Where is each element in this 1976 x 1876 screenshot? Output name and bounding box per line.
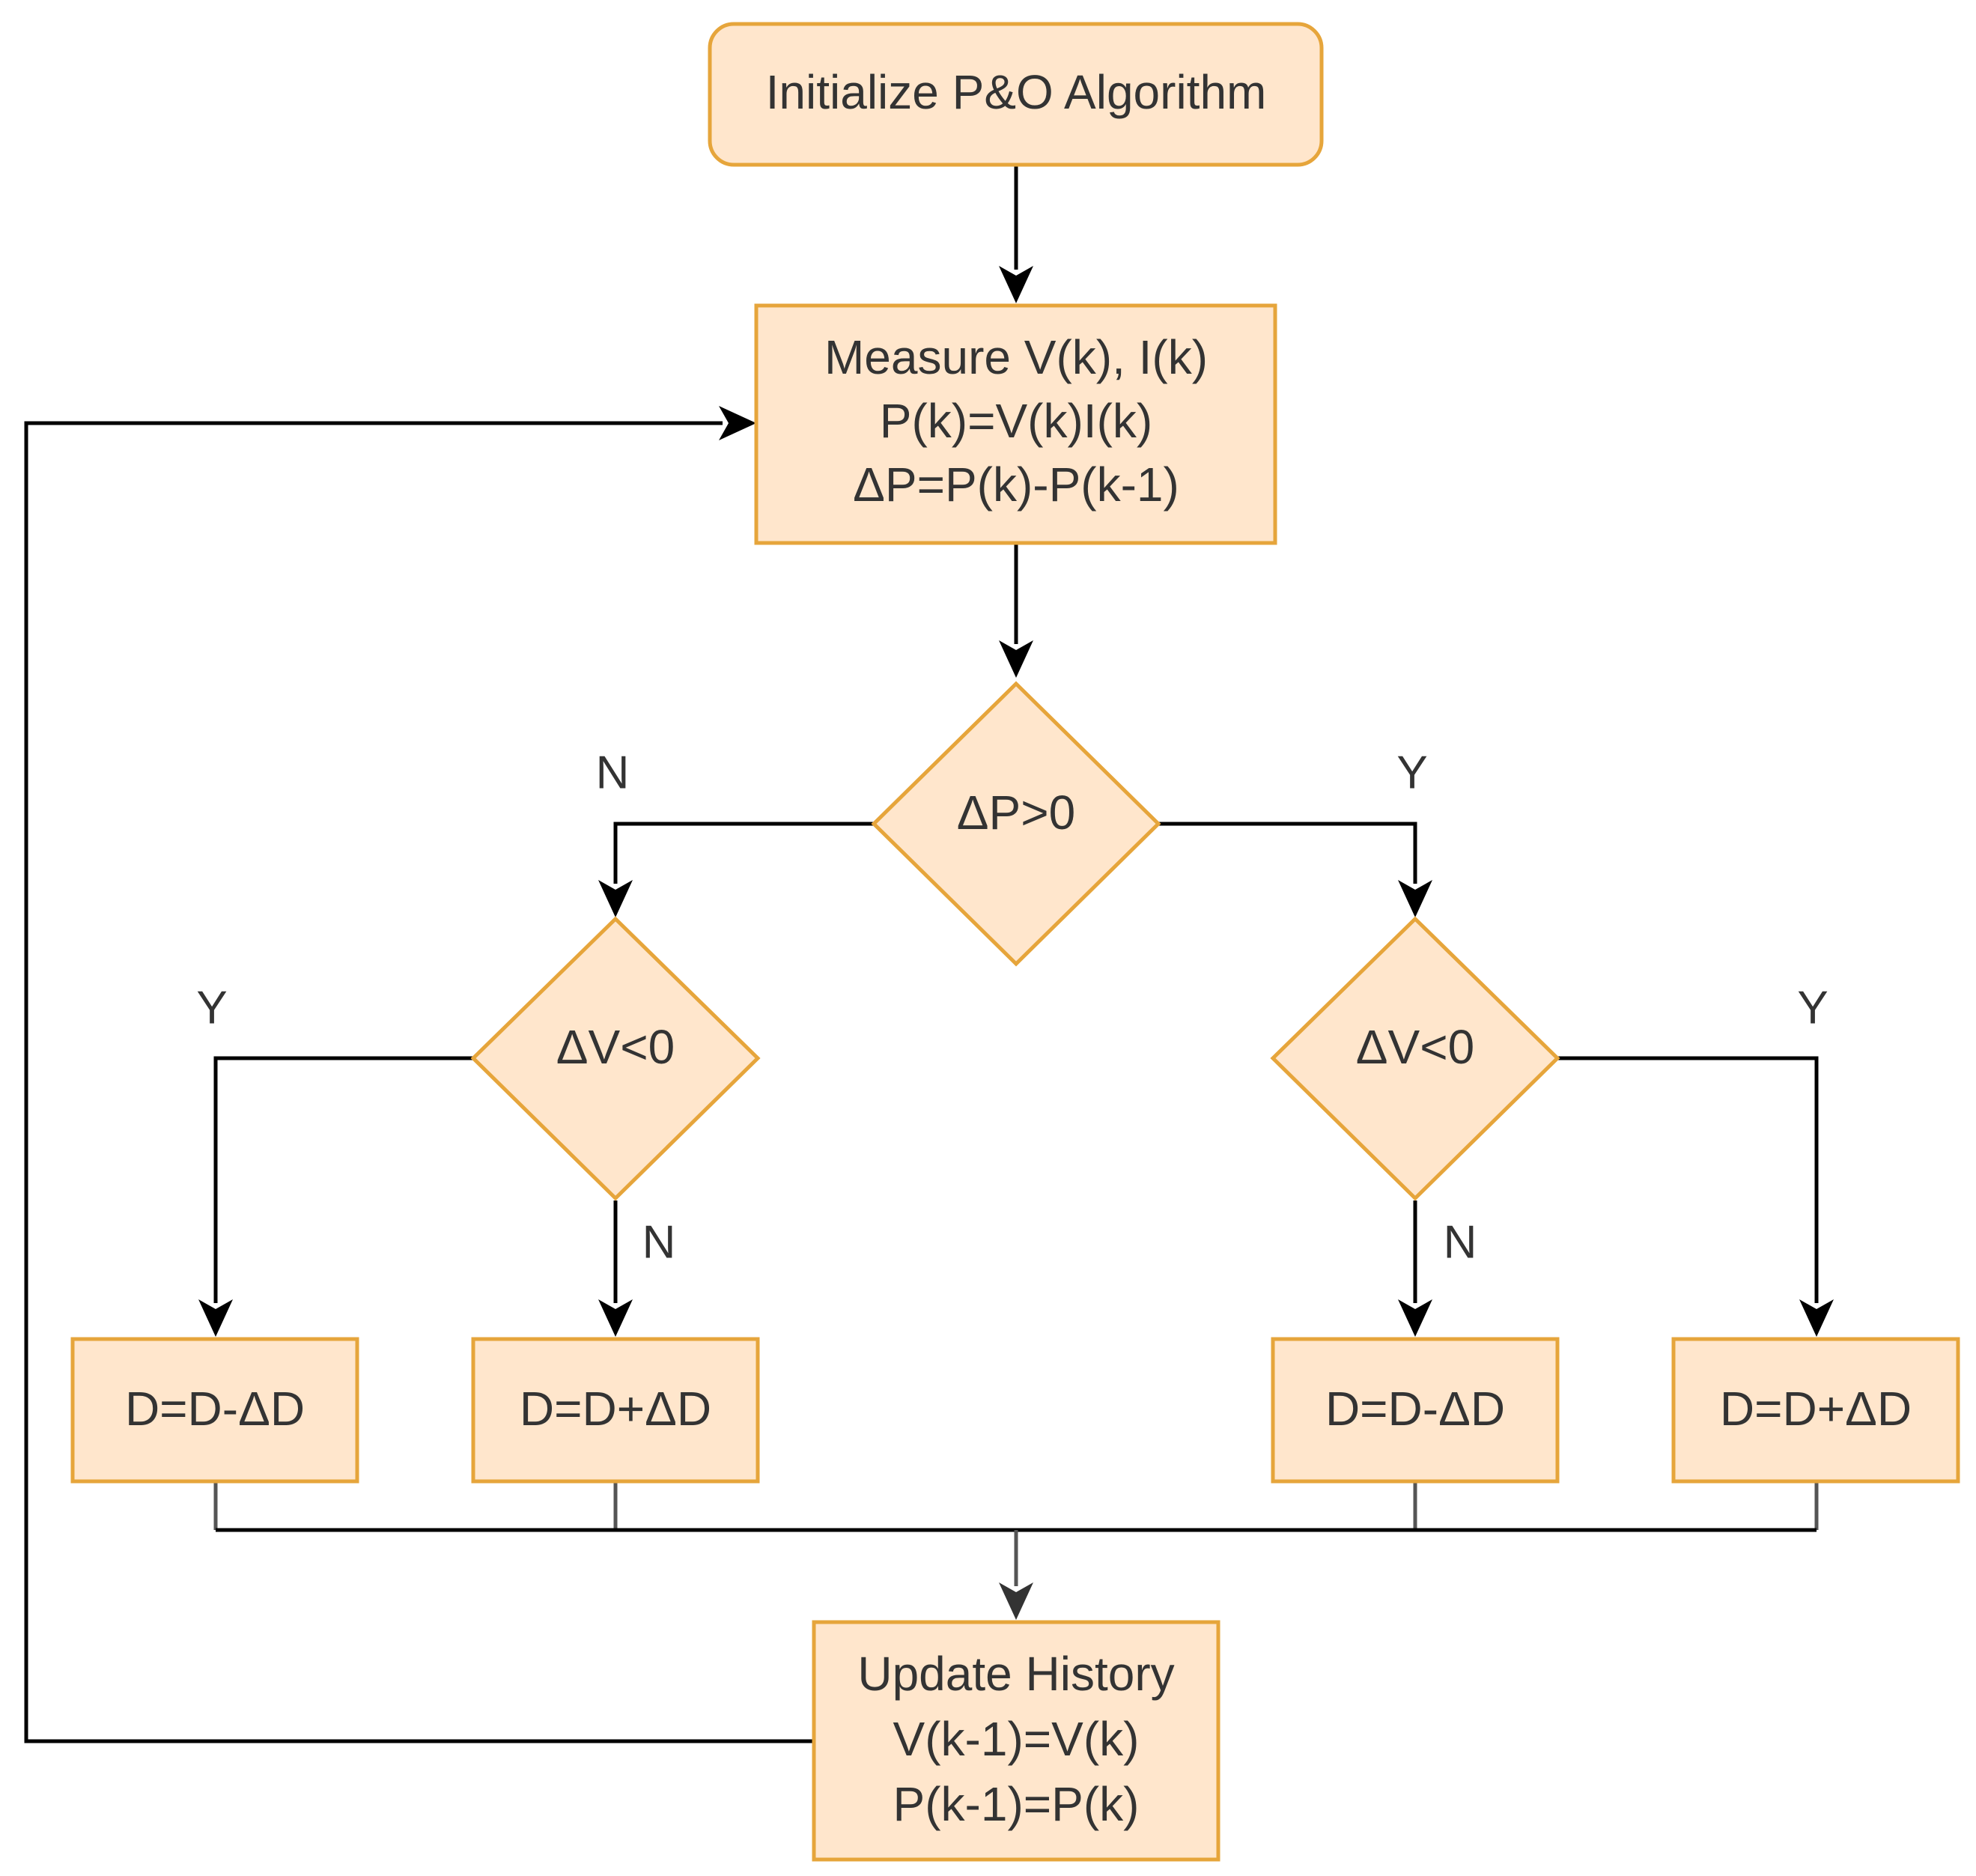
node-measure-line-3: ΔP=P(k)-P(k-1)	[853, 458, 1179, 512]
node-measure: Measure V(k), I(k) P(k)=V(k)I(k) ΔP=P(k)…	[754, 303, 1277, 545]
node-box-2: D=D+ΔD	[471, 1337, 760, 1484]
node-dv-check-left: ΔV<0	[470, 916, 761, 1201]
arrowhead-dp-no	[598, 880, 633, 917]
arrowhead-loop-back	[719, 406, 756, 440]
node-update-line-1: Update History	[857, 1647, 1174, 1701]
node-dv-check-left-shape	[470, 916, 761, 1201]
node-measure-line-1: Measure V(k), I(k)	[824, 330, 1208, 384]
node-box-2-label: D=D+ΔD	[520, 1382, 711, 1436]
node-dv-check-right: ΔV<0	[1270, 916, 1560, 1201]
node-dp-check-label: ΔP>0	[957, 786, 1075, 840]
node-dv-check-left-label: ΔV<0	[556, 1020, 675, 1074]
edge-dp-no	[613, 822, 874, 884]
arrowhead-right-yes	[1799, 1299, 1834, 1337]
edge-label-right-no: N	[1444, 1216, 1477, 1268]
node-measure-line-2: P(k)=V(k)I(k)	[880, 394, 1152, 448]
node-box-3: D=D-ΔD	[1271, 1337, 1560, 1484]
node-update-shape	[812, 1620, 1220, 1862]
node-box-2-shape	[471, 1337, 760, 1484]
edge-label-dp-no: N	[596, 747, 630, 798]
node-update-line-3: P(k-1)=P(k)	[893, 1777, 1140, 1831]
arrowhead-right-no	[1398, 1299, 1432, 1337]
node-update: Update History V(k-1)=V(k) P(k-1)=P(k)	[812, 1620, 1220, 1862]
arrowhead-dp-yes	[1398, 880, 1432, 917]
arrowhead-left-no	[598, 1299, 633, 1337]
edge-label-dp-yes: Y	[1396, 747, 1427, 798]
node-initialize-shape	[708, 22, 1324, 167]
node-box-1-label: D=D-ΔD	[125, 1382, 305, 1436]
arrowhead-measure-to-dp-check	[999, 640, 1033, 678]
edge-labels: N Y Y N N Y	[196, 747, 1828, 1268]
arrowhead-init-to-measure	[999, 266, 1033, 303]
node-box-4-label: D=D+ΔD	[1720, 1382, 1912, 1436]
edge-left-yes	[213, 1056, 473, 1303]
node-dp-check-shape	[871, 681, 1161, 967]
edge-label-right-yes: Y	[1797, 982, 1828, 1033]
edge-label-left-yes: Y	[196, 982, 227, 1033]
node-dv-check-right-label: ΔV<0	[1356, 1020, 1474, 1074]
arrowhead-left-yes	[198, 1299, 233, 1337]
edge-label-left-no: N	[642, 1216, 676, 1268]
node-dv-check-right-shape	[1270, 916, 1560, 1201]
arrowhead-merge-to-update	[999, 1582, 1033, 1620]
edge-loop-back	[24, 421, 814, 1743]
edge-dp-yes	[1158, 822, 1417, 884]
node-box-1: D=D-ΔD	[70, 1337, 359, 1484]
node-box-3-label: D=D-ΔD	[1325, 1382, 1505, 1436]
node-initialize: Initialize P&O Algorithm	[708, 22, 1324, 167]
node-dp-check: ΔP>0	[871, 681, 1161, 967]
edge-right-yes	[1557, 1056, 1819, 1303]
node-box-1-shape	[70, 1337, 359, 1484]
node-initialize-label: Initialize P&O Algorithm	[766, 65, 1267, 119]
node-update-line-2: V(k-1)=V(k)	[893, 1712, 1140, 1766]
node-measure-shape	[754, 303, 1277, 545]
node-box-4: D=D+ΔD	[1671, 1337, 1960, 1484]
node-box-4-shape	[1671, 1337, 1960, 1484]
edges	[24, 165, 1834, 1743]
node-box-3-shape	[1271, 1337, 1560, 1484]
